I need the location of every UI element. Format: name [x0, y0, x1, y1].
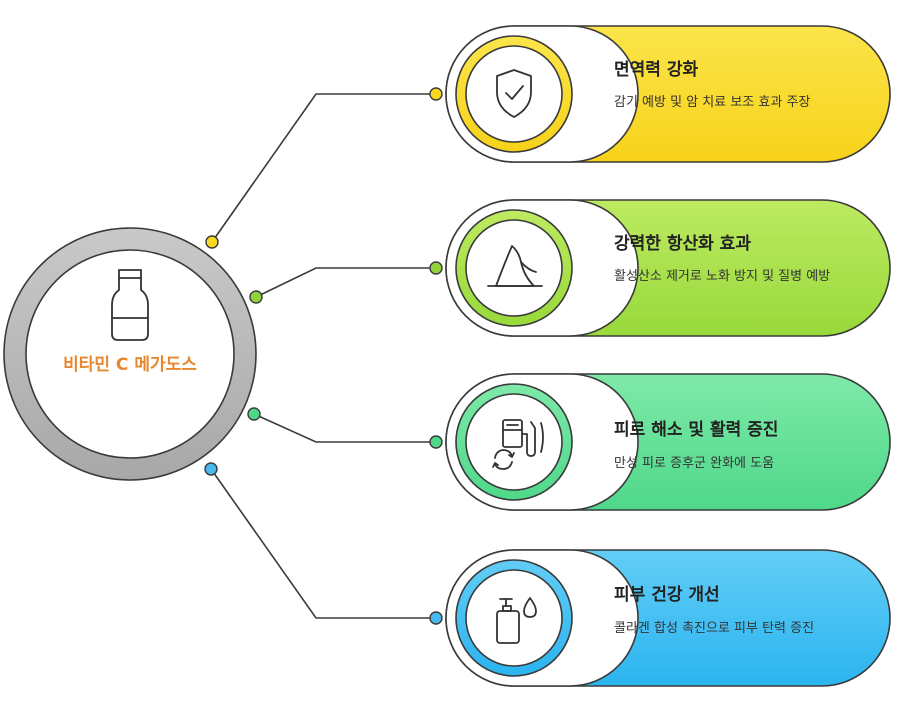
- card-disc-1: [465, 45, 563, 143]
- bottle-icon: [111, 269, 149, 341]
- connector-4: [210, 468, 436, 619]
- card-dot-4: [429, 611, 443, 625]
- benefit-card-1: [445, 25, 891, 163]
- connector-3: [253, 413, 436, 443]
- connector-1: [211, 93, 436, 243]
- connector-2: [255, 267, 436, 298]
- hub-dot-2: [249, 290, 263, 304]
- benefit-description-2: 활성산소 제거로 노화 방지 및 질병 예방: [614, 269, 831, 284]
- card-dot-3: [429, 435, 443, 449]
- benefit-card-2: [445, 199, 891, 337]
- benefit-card-4: [445, 549, 891, 687]
- hub: [3, 227, 257, 481]
- card-dot-2: [429, 261, 443, 275]
- fuel-pump-icon: [492, 419, 544, 470]
- benefit-title-3: 피로 해소 및 활력 증진: [614, 420, 779, 440]
- card-dot-1: [429, 87, 443, 101]
- lotion-bottle-icon: [496, 597, 537, 644]
- benefit-description-4: 콜라겐 합성 촉진으로 피부 탄력 증진: [614, 621, 815, 636]
- shield-check-icon: [496, 69, 532, 118]
- benefit-title-2: 강력한 항산화 효과: [614, 234, 751, 254]
- card-disc-4: [465, 569, 563, 667]
- hub-dot-1: [205, 235, 219, 249]
- benefit-description-3: 만성 피로 증후군 완화에 도움: [614, 456, 775, 471]
- benefit-title-1: 면역력 강화: [614, 60, 699, 80]
- hub-inner-disc: [25, 249, 235, 459]
- hub-title: 비타민 C 메가도스: [63, 355, 197, 375]
- card-disc-3: [465, 393, 563, 491]
- benefit-title-4: 피부 건강 개선: [614, 585, 720, 605]
- wizard-hat-icon: [487, 245, 543, 287]
- connectors: [210, 93, 436, 619]
- benefit-card-3: [445, 373, 891, 511]
- hub-dot-3: [247, 407, 261, 421]
- benefit-description-1: 감기 예방 및 암 치료 보조 효과 주장: [614, 95, 811, 110]
- card-disc-2: [465, 219, 563, 317]
- hub-dot-4: [204, 462, 218, 476]
